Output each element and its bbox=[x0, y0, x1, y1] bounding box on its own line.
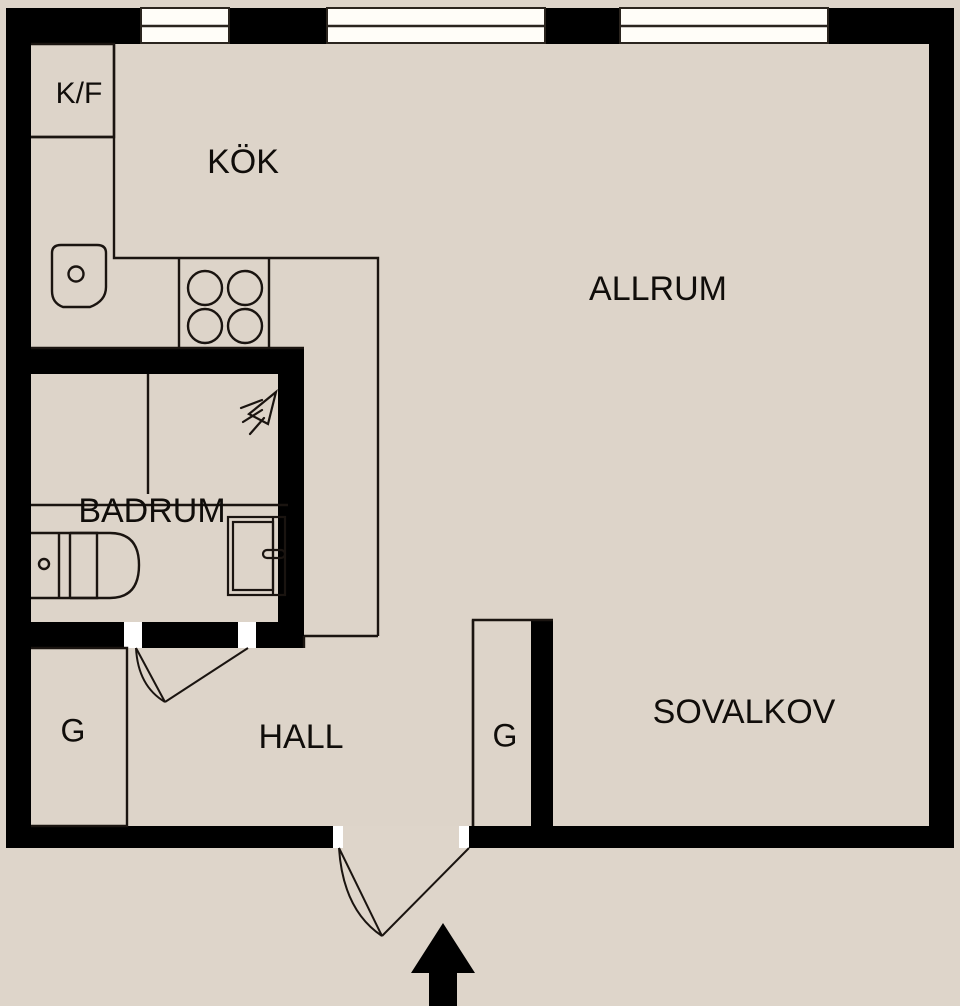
entrance-arrow-icon bbox=[411, 923, 475, 1006]
stove-icon bbox=[186, 269, 264, 345]
closets bbox=[31, 618, 553, 828]
washing-machine-icon bbox=[226, 515, 287, 597]
room-label-sovalkov: SOVALKOV bbox=[653, 693, 836, 731]
window-3 bbox=[619, 7, 829, 44]
room-label-kf: K/F bbox=[56, 77, 103, 110]
door-swing-closet-left bbox=[135, 647, 166, 703]
room-label-badrum: BADRUM bbox=[78, 492, 225, 530]
room-label-kok: KÖK bbox=[207, 143, 279, 181]
room-label-garderob-left: G bbox=[61, 712, 86, 748]
bathroom-partitions bbox=[31, 374, 288, 507]
room-label-garderob-right: G bbox=[493, 717, 518, 753]
room-label-allrum: ALLRUM bbox=[589, 270, 727, 308]
door-openings bbox=[124, 622, 469, 848]
door-swing-entry bbox=[338, 847, 383, 937]
toilet-icon bbox=[31, 531, 141, 600]
sink-icon bbox=[50, 243, 108, 309]
kitchen-cabinetry bbox=[31, 42, 380, 638]
windows-group bbox=[140, 7, 829, 44]
door-swing-bathroom bbox=[164, 647, 249, 703]
room-label-hall: HALL bbox=[258, 718, 343, 756]
door-swing-bedroom bbox=[381, 847, 470, 937]
shower-head-icon bbox=[239, 389, 278, 436]
window-2 bbox=[326, 7, 546, 44]
room-labels: K/F KÖK ALLRUM BADRUM HALL SOVALKOV G G bbox=[56, 77, 836, 756]
window-1 bbox=[140, 7, 230, 44]
door-swings bbox=[135, 647, 470, 937]
